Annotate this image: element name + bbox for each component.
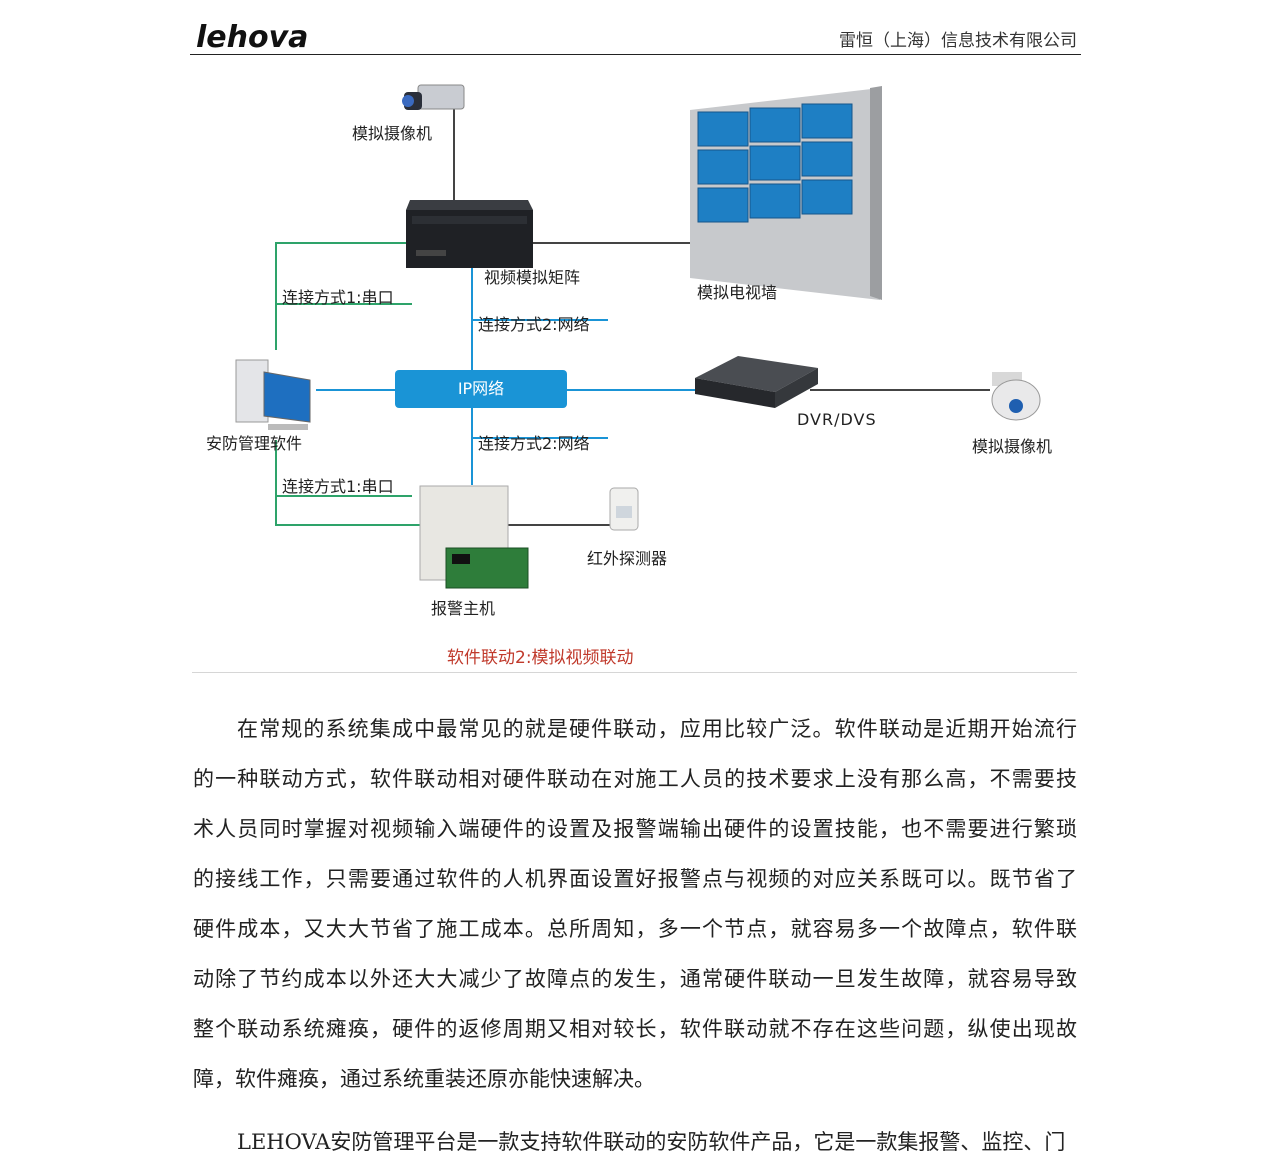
- paragraph-line: 术人员同时掌握对视频输入端硬件的设置及报警端输出硬件的设置技能，也不需要进行繁琐: [193, 817, 1077, 841]
- label-conn-serial-bottom: 连接方式1:串口: [282, 477, 394, 496]
- label-conn-net-top: 连接方式2:网络: [478, 315, 590, 334]
- next-paragraph-start: LEHOVA安防管理平台是一款支持软件联动的安防软件产品，它是一款集报警、监控、…: [237, 1130, 1066, 1154]
- tv-wall-icon: [690, 86, 882, 300]
- label-software: 安防管理软件: [206, 434, 303, 453]
- dvr-icon: [695, 356, 818, 408]
- alarm-host-icon: [419, 485, 529, 589]
- blue-connection-lines: [316, 265, 695, 485]
- label-ir-detector: 红外探测器: [587, 549, 668, 568]
- diagram-graphics: [235, 84, 1041, 589]
- paragraph-line: 的一种联动方式，软件联动相对硬件联动在对施工人员的技术要求上没有那么高，不需要技: [193, 767, 1077, 791]
- diagram-caption: 软件联动2:模拟视频联动: [447, 648, 634, 668]
- dome-camera-icon: [991, 372, 1041, 421]
- label-alarm-host: 报警主机: [431, 599, 496, 618]
- paragraph-line: 障，软件瘫痪，通过系统重装还原亦能快速解决。: [193, 1067, 655, 1091]
- paragraph-line: 硬件成本，又大大节省了施工成本。总所周知，多一个节点，就容易多一个故障点，软件联: [193, 917, 1077, 941]
- ir-detector-icon: [609, 487, 639, 531]
- network-diagram: 模拟摄像机 视频模拟矩阵 模拟电视墙 连接方式1:串口 连接方式2:网络 IP网…: [190, 60, 1081, 672]
- video-matrix-icon: [406, 200, 533, 268]
- page-header: lehova 雷恒（上海）信息技术有限公司: [190, 14, 1081, 55]
- label-camera-right: 模拟摄像机: [972, 437, 1053, 456]
- green-connection-lines: [275, 242, 420, 526]
- camera-top-icon: [402, 84, 465, 110]
- pc-workstation-icon: [235, 359, 311, 430]
- label-camera-top: 模拟摄像机: [352, 124, 433, 143]
- body-paragraph: 在常规的系统集成中最常见的就是硬件联动，应用比较广泛。软件联动是近期开始流行 的…: [193, 705, 1077, 1105]
- company-name: 雷恒（上海）信息技术有限公司: [839, 31, 1077, 51]
- divider: [192, 672, 1077, 673]
- paragraph-line: 在常规的系统集成中最常见的就是硬件联动，应用比较广泛。软件联动是近期开始流行: [237, 717, 1077, 741]
- paragraph-line: 整个联动系统瘫痪，硬件的返修周期又相对较长，软件联动就不存在这些问题，纵使出现故: [193, 1017, 1077, 1041]
- label-matrix: 视频模拟矩阵: [484, 268, 581, 287]
- label-tv-wall: 模拟电视墙: [697, 283, 778, 302]
- company-logo: lehova: [196, 20, 309, 55]
- ip-network-box: IP网络: [395, 370, 567, 408]
- label-dvr: DVR/DVS: [797, 410, 877, 429]
- label-conn-serial-top: 连接方式1:串口: [282, 288, 394, 307]
- paragraph-line: 的接线工作，只需要通过软件的人机界面设置好报警点与视频的对应关系既可以。既节省了: [193, 867, 1077, 891]
- paragraph-line: 动除了节约成本以外还大大减少了故障点的发生，通常硬件联动一旦发生故障，就容易导致: [193, 967, 1077, 991]
- label-conn-net-bottom: 连接方式2:网络: [478, 434, 590, 453]
